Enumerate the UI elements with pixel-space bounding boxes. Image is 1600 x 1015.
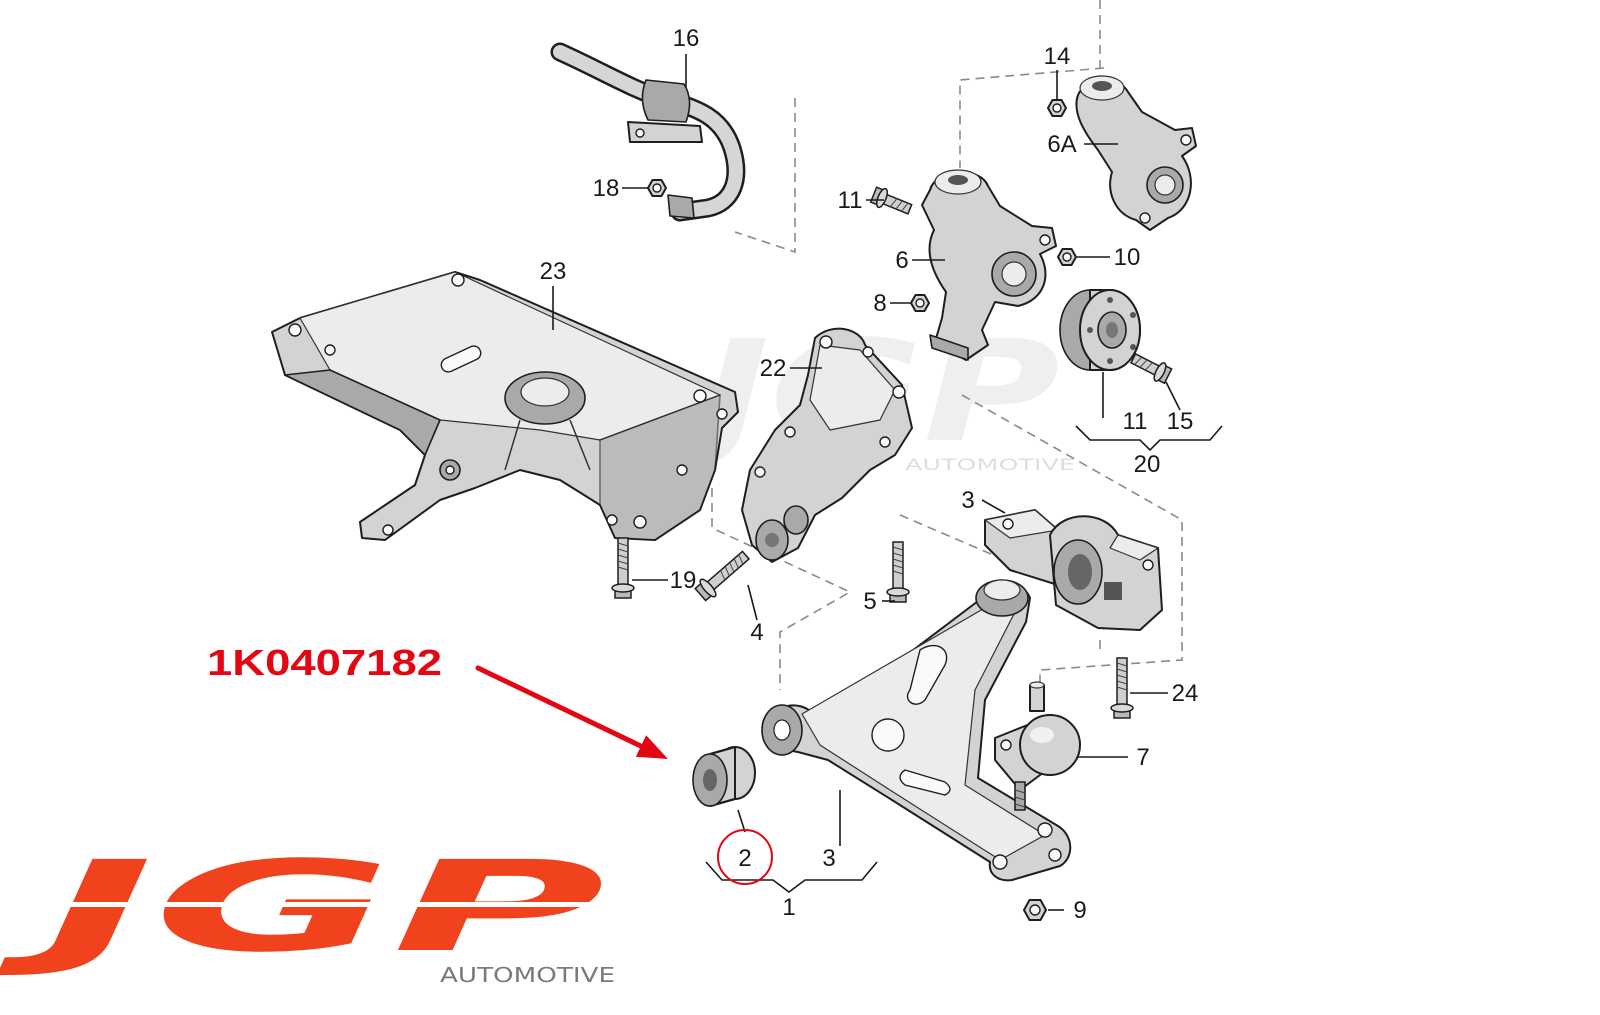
ball-joint xyxy=(994,681,1081,811)
mounting-bracket xyxy=(741,327,913,563)
part-number-callout: 1K0407182 xyxy=(207,642,773,885)
control-arm xyxy=(761,579,1072,882)
nut-18 xyxy=(647,179,667,197)
logo-tagline: AUTOMOTIVE xyxy=(440,963,615,987)
subframe xyxy=(271,271,739,541)
label-1: 1 xyxy=(782,894,795,921)
stabilizer-clamp-foot xyxy=(627,121,703,143)
label-18: 18 xyxy=(593,175,620,202)
label-11-top: 11 xyxy=(838,187,863,214)
stabilizer-clamp xyxy=(641,79,691,123)
label-3-top: 3 xyxy=(961,487,974,514)
bolt-4 xyxy=(692,546,754,604)
label-9: 9 xyxy=(1073,897,1086,924)
label-5: 5 xyxy=(863,588,876,615)
bolt-24 xyxy=(1110,657,1134,719)
label-15: 15 xyxy=(1167,408,1194,435)
assembly-dashed-lines xyxy=(711,0,1183,690)
nut-9 xyxy=(1023,899,1047,921)
highlight-circle xyxy=(717,829,773,885)
bolt-19 xyxy=(611,537,635,599)
label-23: 23 xyxy=(540,258,567,285)
callout-arrow xyxy=(475,665,648,751)
brand-logo: JGP AUTOMOTIVE xyxy=(0,835,615,987)
rear-bushing-block xyxy=(984,509,1163,631)
item-labels: 16 14 6A 18 11 6 10 23 22 8 11 15 20 3 1… xyxy=(540,25,1199,924)
label-8: 8 xyxy=(873,290,886,317)
label-10: 10 xyxy=(1114,244,1141,271)
label-2: 2 xyxy=(738,845,751,872)
part-number-text: 1K0407182 xyxy=(207,642,442,683)
label-7: 7 xyxy=(1136,744,1149,771)
bolt-5 xyxy=(886,541,910,603)
nut-14 xyxy=(1047,99,1067,117)
label-24: 24 xyxy=(1172,680,1199,707)
label-14: 14 xyxy=(1044,43,1071,70)
front-bushing xyxy=(692,746,756,807)
label-3-bottom: 3 xyxy=(822,845,835,872)
label-6: 6 xyxy=(895,247,908,274)
label-11-bottom: 11 xyxy=(1123,408,1148,435)
leader-lines xyxy=(552,54,1223,911)
wheel-hub xyxy=(1059,289,1141,371)
nut-10 xyxy=(1057,248,1077,266)
label-4: 4 xyxy=(750,619,763,646)
steering-knuckle-right xyxy=(1075,75,1197,231)
label-22: 22 xyxy=(760,355,787,382)
steering-knuckle-left xyxy=(921,169,1057,361)
watermark-tagline: AUTOMOTIVE xyxy=(905,455,1075,474)
logo-brand: JGP xyxy=(0,835,605,980)
stabilizer-bar xyxy=(550,42,746,222)
label-20: 20 xyxy=(1134,451,1161,478)
arrow-head-icon xyxy=(635,735,668,759)
nut-8 xyxy=(910,294,930,312)
bolt-11-top xyxy=(869,184,915,220)
label-6a: 6A xyxy=(1047,131,1076,158)
label-19: 19 xyxy=(670,567,697,594)
bolt-15 xyxy=(1127,348,1174,386)
label-16: 16 xyxy=(673,25,700,52)
stabilizer-link xyxy=(667,194,695,219)
